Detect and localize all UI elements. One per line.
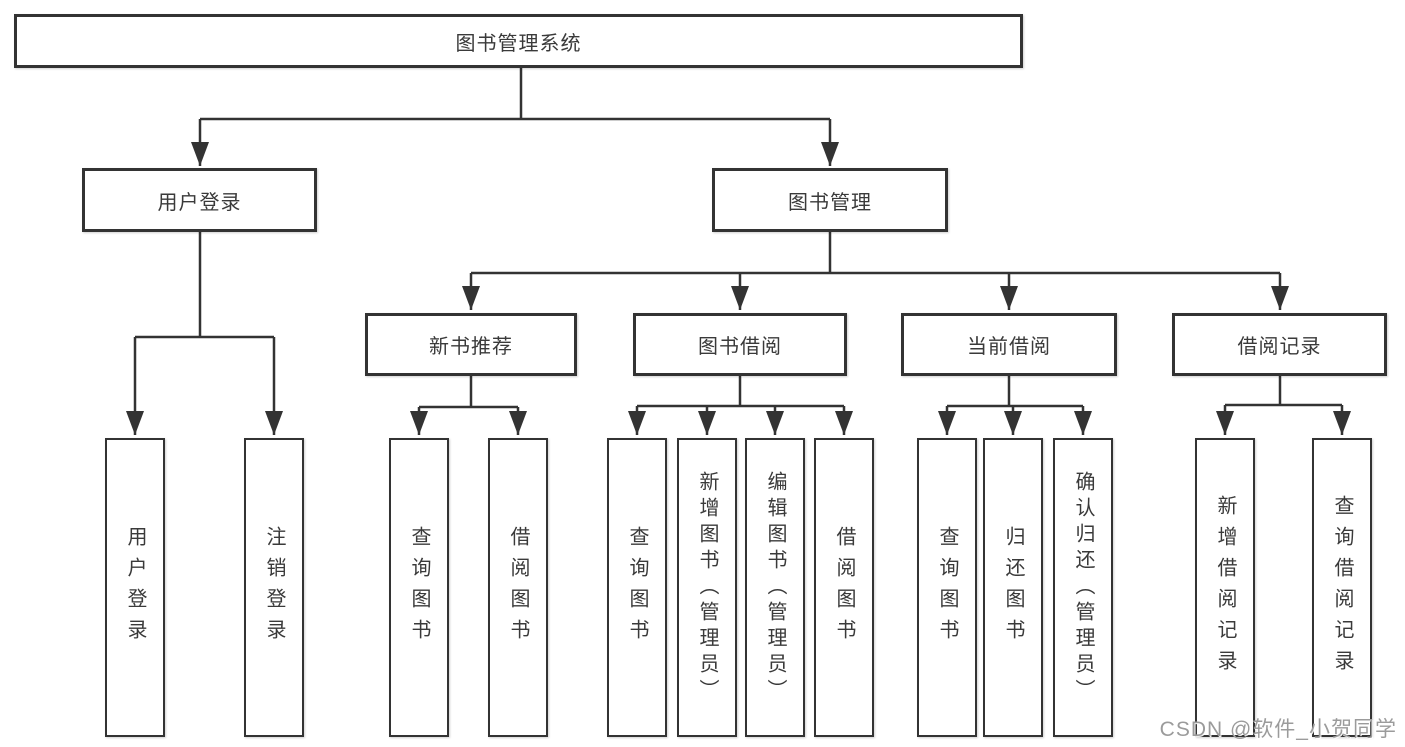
node-label: 当前借阅	[967, 336, 1051, 358]
node-label: 借阅记录	[1237, 336, 1322, 358]
node-label: 图书管理系统	[455, 32, 582, 55]
leaf-add-borrow-record: 新增借阅记录	[1195, 438, 1255, 737]
node-label: 图书管理	[788, 191, 872, 214]
node-user-login: 用户登录	[82, 168, 317, 232]
leaf-label: 查询图书	[408, 525, 430, 650]
leaf-logout: 注销登录	[244, 438, 304, 737]
node-current-borrow: 当前借阅	[901, 313, 1117, 376]
csdn-watermark: CSDN @软件_小贺同学	[1159, 718, 1397, 741]
leaf-query-books-current: 查询图书	[917, 438, 977, 737]
leaf-label: 用户登录	[124, 525, 146, 650]
leaf-query-books-borrow: 查询图书	[607, 438, 667, 737]
leaf-label: 查询借阅记录	[1331, 494, 1353, 681]
leaf-borrow-books-recommend: 借阅图书	[488, 438, 548, 737]
leaf-label: 确认归还（管理员）	[1072, 470, 1094, 705]
leaf-label: 归还图书	[1002, 525, 1024, 650]
leaf-label: 新增借阅记录	[1214, 494, 1236, 681]
leaf-confirm-return-admin: 确认归还（管理员）	[1053, 438, 1113, 737]
leaf-label: 编辑图书（管理员）	[764, 470, 786, 705]
leaf-label: 借阅图书	[507, 525, 529, 650]
node-book-borrow: 图书借阅	[633, 313, 847, 376]
leaf-query-books-recommend: 查询图书	[389, 438, 449, 737]
node-new-book-recommend: 新书推荐	[365, 313, 577, 376]
leaf-borrow-books: 借阅图书	[814, 438, 874, 737]
leaf-label: 新增图书（管理员）	[696, 470, 718, 705]
node-library-management-system: 图书管理系统	[14, 14, 1023, 68]
leaf-label: 注销登录	[263, 525, 285, 650]
leaf-edit-books-admin: 编辑图书（管理员）	[745, 438, 805, 737]
leaf-label: 查询图书	[936, 525, 958, 650]
leaf-return-books: 归还图书	[983, 438, 1043, 737]
leaf-user-login: 用户登录	[105, 438, 165, 737]
leaf-label: 借阅图书	[833, 525, 855, 650]
leaf-query-borrow-record: 查询借阅记录	[1312, 438, 1372, 737]
node-borrow-records: 借阅记录	[1172, 313, 1387, 376]
leaf-add-books-admin: 新增图书（管理员）	[677, 438, 737, 737]
node-label: 图书借阅	[698, 336, 782, 358]
node-book-management: 图书管理	[712, 168, 948, 232]
node-label: 用户登录	[157, 191, 242, 214]
node-label: 新书推荐	[429, 336, 513, 358]
leaf-label: 查询图书	[626, 525, 648, 650]
